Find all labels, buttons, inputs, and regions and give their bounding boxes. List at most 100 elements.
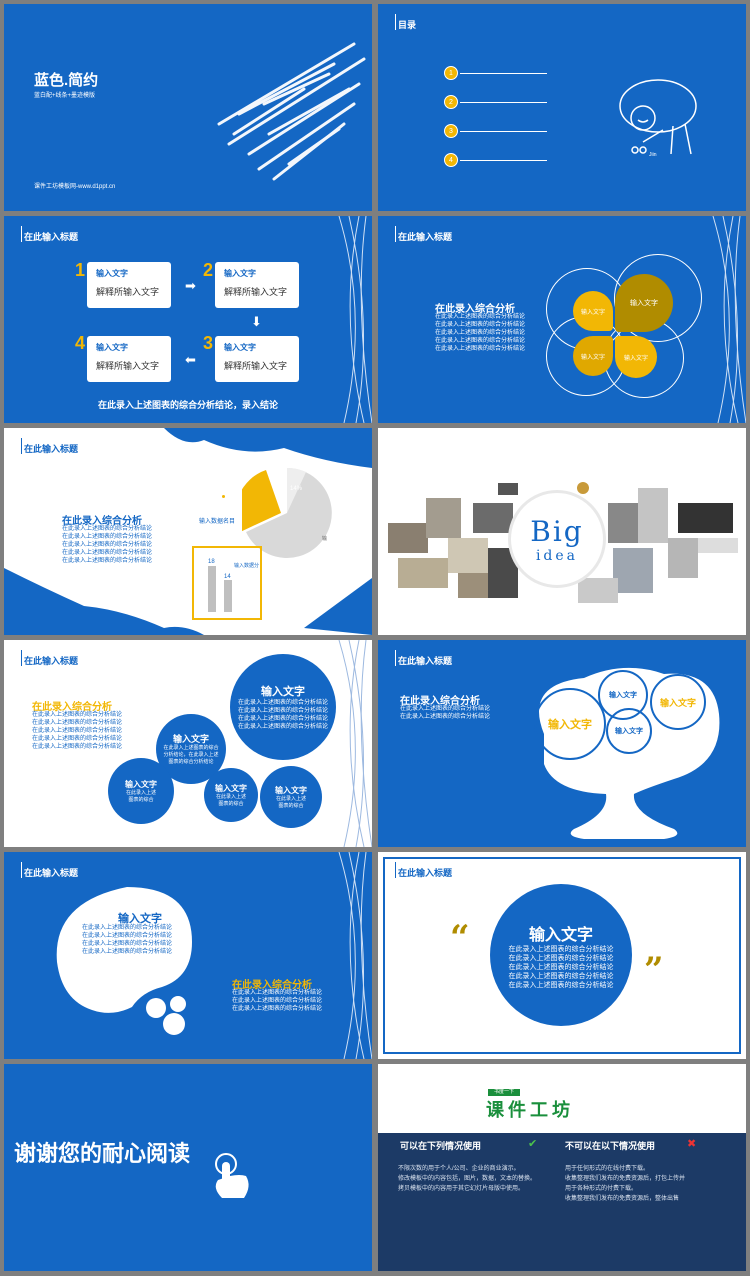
circle-heading: 输入文字 xyxy=(215,783,247,793)
bubble-large[interactable]: 输入文字 xyxy=(534,688,606,760)
arrow-right-icon: ➡ xyxy=(185,278,196,293)
quote-circle[interactable]: 输入文字 在此录入上述图表的综合分析结论在此录入上述图表的综合分析结论在此录入上… xyxy=(490,884,632,1026)
toc-line xyxy=(460,160,547,161)
blue-frame xyxy=(383,857,741,1054)
quote-open-mark: “ xyxy=(450,918,470,958)
doodle-signature: Jiin xyxy=(649,152,657,158)
slide-title: 在此输入标题 xyxy=(24,868,79,878)
analysis-heading: 在此录入综合分析 xyxy=(32,702,112,713)
slide-usage-terms[interactable]: 书度一下 课件工坊 可以在下列情况使用 ✔ 不可以在以下情况使用 ✖ 不限次数的… xyxy=(378,1064,746,1271)
petal-top-left[interactable]: 输入文字 xyxy=(573,291,613,331)
slide-title: 在此输入标题 xyxy=(398,868,453,878)
doodle-figure-illustration: Jiin xyxy=(619,79,697,158)
step-card[interactable]: 输入文字解释所输入文字 xyxy=(215,336,299,382)
cross-icon: ✖ xyxy=(687,1138,697,1150)
petal-bottom-left[interactable]: 输入文字 xyxy=(573,336,613,376)
bar-chart-frame: 18 14 输入数据分 xyxy=(192,546,262,620)
slide-title: 在此输入标题 xyxy=(24,232,79,242)
slide-pie-chart[interactable]: 在此输入标题 在此录入综合分析 在此录入上述图表的综合分析结论在此录入上述图表的… xyxy=(4,428,372,635)
can-title: 可以在下列情况使用 xyxy=(400,1141,482,1151)
circle-small[interactable]: 输入文字 在此录入上述图表的综合 xyxy=(260,766,322,828)
ink-strokes-decoration xyxy=(217,42,366,181)
quote-heading: 输入文字 xyxy=(528,926,593,944)
circle-lines: 在此录入上述图表的综合 xyxy=(275,795,306,809)
pie-slice-grey xyxy=(246,468,332,558)
petal-top-right[interactable]: 输入文字 xyxy=(615,274,673,332)
line-decoration xyxy=(338,640,372,847)
step-card[interactable]: 输入文字解释所输入文字 xyxy=(215,262,299,308)
circle-lines: 在此录入上述图表的综合 xyxy=(215,793,246,807)
line-decoration xyxy=(338,852,372,1059)
slide-big-idea[interactable]: Big idea xyxy=(378,428,746,635)
site-logo: 课件工坊 xyxy=(486,1100,574,1120)
circle-heading: 输入文字 xyxy=(261,686,305,698)
slide-tree[interactable]: 在此输入标题 在此录入综合分析 在此录入上述图表的综合分析结论在此录入上述图表的… xyxy=(378,640,746,847)
logo-tagline: 书度一下 xyxy=(488,1089,520,1096)
slide-quote[interactable]: 在此输入标题 输入文字 在此录入上述图表的综合分析结论在此录入上述图表的综合分析… xyxy=(378,852,746,1059)
pie-note: 输 xyxy=(322,535,327,542)
slide-thought-bubble[interactable]: 在此输入标题 输入文字 在此录入上述图表的综合分析结论在此录入上述图表的综合分析… xyxy=(4,852,372,1059)
cloud-heading: 输入文字 xyxy=(118,913,162,925)
toc-line xyxy=(460,102,547,103)
bar-2 xyxy=(224,580,232,612)
card-heading: 输入文字 xyxy=(224,343,256,352)
big-word: Big xyxy=(530,514,584,548)
slide-process[interactable]: 在此输入标题 1 输入文字解释所输入文字 ➡ 2 输入文字解释所输入文字 ⬇ 3… xyxy=(4,216,372,423)
bar-1 xyxy=(208,566,216,612)
analysis-lines: 在此录入上述图表的综合分析结论在此录入上述图表的综合分析结论在此录入上述图表的综… xyxy=(62,526,153,564)
analysis-lines: 在此录入上述图表的综合分析结论在此录入上述图表的综合分析结论在此录入上述图表的综… xyxy=(32,712,123,750)
cover-footer: 课件工坊模板网-www.d1ppt.cn xyxy=(34,184,116,190)
slide-thanks[interactable]: 谢谢您的耐心阅读 xyxy=(4,1064,372,1271)
bar-1-value: 18 xyxy=(208,559,215,565)
pie-label: 输入数据名目 xyxy=(199,519,236,525)
check-icon: ✔ xyxy=(528,1138,538,1150)
bar-2-value: 14 xyxy=(224,574,231,580)
card-heading: 输入文字 xyxy=(224,269,256,278)
bubble-medium[interactable]: 输入文字 xyxy=(650,674,706,730)
petal-bottom-right[interactable]: 输入文字 xyxy=(615,336,657,378)
analysis-heading: 在此录入综合分析 xyxy=(400,696,480,707)
card-body: 解释所输入文字 xyxy=(224,287,288,297)
line-decoration xyxy=(712,216,746,423)
toc-item-3[interactable]: 3 xyxy=(444,124,549,138)
toc-number-badge: 3 xyxy=(444,124,458,138)
cover-subtitle: 蓝白配+线条+墨迹模版 xyxy=(34,93,96,99)
slide-title: 目录 xyxy=(398,20,417,30)
blue-ink-background xyxy=(4,428,372,635)
step-card[interactable]: 输入文字解释所输入文字 xyxy=(87,336,171,382)
toc-line xyxy=(460,131,547,132)
bubble-small[interactable]: 输入文字 xyxy=(606,708,652,754)
step-number: 3 xyxy=(203,333,214,353)
step-number: 2 xyxy=(203,260,214,280)
card-heading: 输入文字 xyxy=(96,343,128,352)
circle-heading: 输入文字 xyxy=(125,779,157,789)
pointing-hand-icon xyxy=(215,1153,249,1198)
line-decoration xyxy=(338,216,372,423)
slide-circles[interactable]: 在此输入标题 在此录入综合分析 在此录入上述图表的综合分析结论在此录入上述图表的… xyxy=(4,640,372,847)
idea-word: idea xyxy=(535,547,579,564)
toc-item-4[interactable]: 4 xyxy=(444,153,549,167)
circle-small[interactable]: 输入文字 在此录入上述图表的综合 xyxy=(108,758,174,824)
circle-small[interactable]: 输入文字 在此录入上述图表的综合 xyxy=(204,768,258,822)
circle-large[interactable]: 输入文字 在此录入上述图表的综合分析结论在此录入上述图表的综合分析结论在此录入上… xyxy=(230,654,336,760)
big-idea-circle: Big idea xyxy=(508,490,606,588)
title-tick xyxy=(21,650,22,666)
thought-cloud-shape xyxy=(56,887,192,1035)
cover-title: 蓝色.简约 xyxy=(34,72,99,89)
quote-lines: 在此录入上述图表的综合分析结论在此录入上述图表的综合分析结论在此录入上述图表的综… xyxy=(508,945,614,989)
toc-number-badge: 1 xyxy=(444,66,458,80)
step-card[interactable]: 输入文字解释所输入文字 xyxy=(87,262,171,308)
card-body: 解释所输入文字 xyxy=(96,287,160,297)
toc-item-2[interactable]: 2 xyxy=(444,95,549,109)
pie-slice-gold xyxy=(242,470,281,532)
toc-item-1[interactable]: 1 xyxy=(444,66,549,80)
toc-line xyxy=(460,73,547,74)
cloud-lines: 在此录入上述图表的综合分析结论在此录入上述图表的综合分析结论在此录入上述图表的综… xyxy=(82,925,173,955)
slide-title: 在此输入标题 xyxy=(24,444,79,454)
step-number: 1 xyxy=(75,260,86,280)
slide-contents[interactable]: 目录 1 2 3 4 Jiin xyxy=(378,4,746,211)
slide-cover[interactable]: 蓝色.简约 蓝白配+线条+墨迹模版 课件工坊模板网-www.d1ppt.cn xyxy=(4,4,372,211)
cannot-list: 用于任何形式的在线付费下载。收集整理我们发布的免费资源后，打包上传并用于各种形式… xyxy=(565,1166,686,1202)
title-tick xyxy=(395,650,396,666)
slide-clover[interactable]: 在此输入标题 在此录入综合分析 在此录入上述图表的综合分析结论在此录入上述图表的… xyxy=(378,216,746,423)
